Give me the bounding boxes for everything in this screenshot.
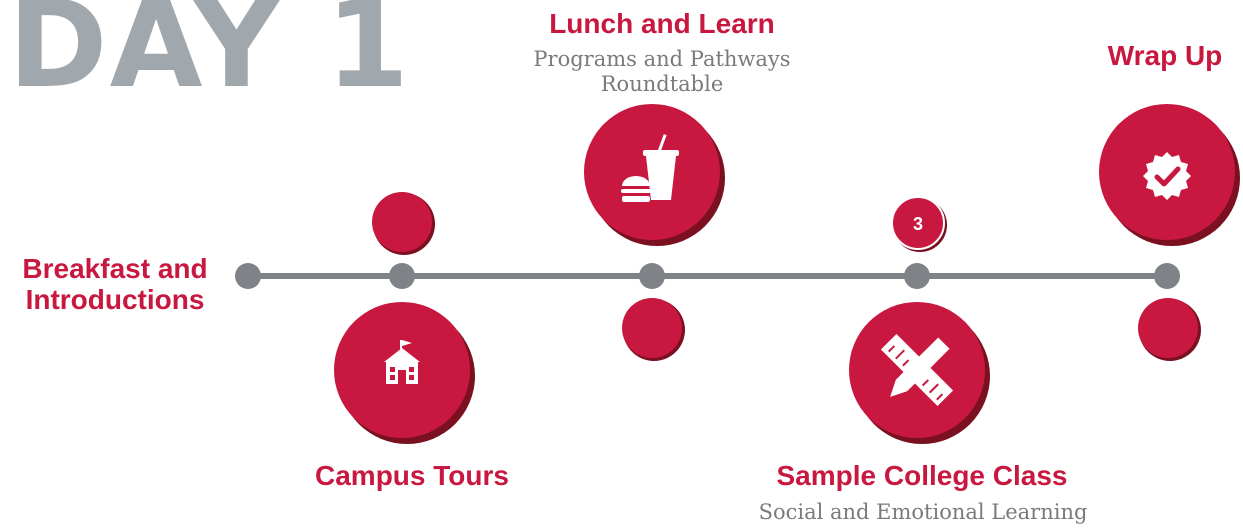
step-badge-number: 3 <box>913 214 923 234</box>
timeline-node <box>235 263 261 289</box>
sample-college-class-circle <box>849 302 990 444</box>
pencil-and-ruler-icon <box>880 333 954 407</box>
timeline-node <box>904 263 930 289</box>
lunch-and-learn-circle <box>584 104 725 246</box>
burger-and-drink-icon <box>621 134 679 202</box>
campus-tours-circle <box>334 302 475 444</box>
timeline-node <box>389 263 415 289</box>
lunch-and-learn-subtitle: Programs and Pathways Roundtable <box>533 47 791 97</box>
lunch-and-learn-title: Lunch and Learn <box>549 8 775 39</box>
wrap-up-circle <box>1099 104 1240 246</box>
checkmark-badge-icon <box>1143 152 1191 200</box>
sample-college-class-subtitle: Social and Emotional Learning <box>758 500 1088 524</box>
timeline-node <box>639 263 665 289</box>
step-badge <box>622 298 685 361</box>
day-title: DAY 1 <box>8 0 412 115</box>
step-badge: 3 <box>891 196 947 252</box>
breakfast-title: Breakfast and Introductions <box>22 253 208 315</box>
timeline-node <box>1154 263 1180 289</box>
wrap-up-title: Wrap Up <box>1107 40 1223 71</box>
sample-college-class-title: Sample College Class <box>776 460 1068 491</box>
schoolhouse-icon <box>384 340 420 384</box>
campus-tours-title: Campus Tours <box>315 460 509 491</box>
step-badge <box>1138 298 1201 361</box>
step-badge <box>372 192 435 255</box>
